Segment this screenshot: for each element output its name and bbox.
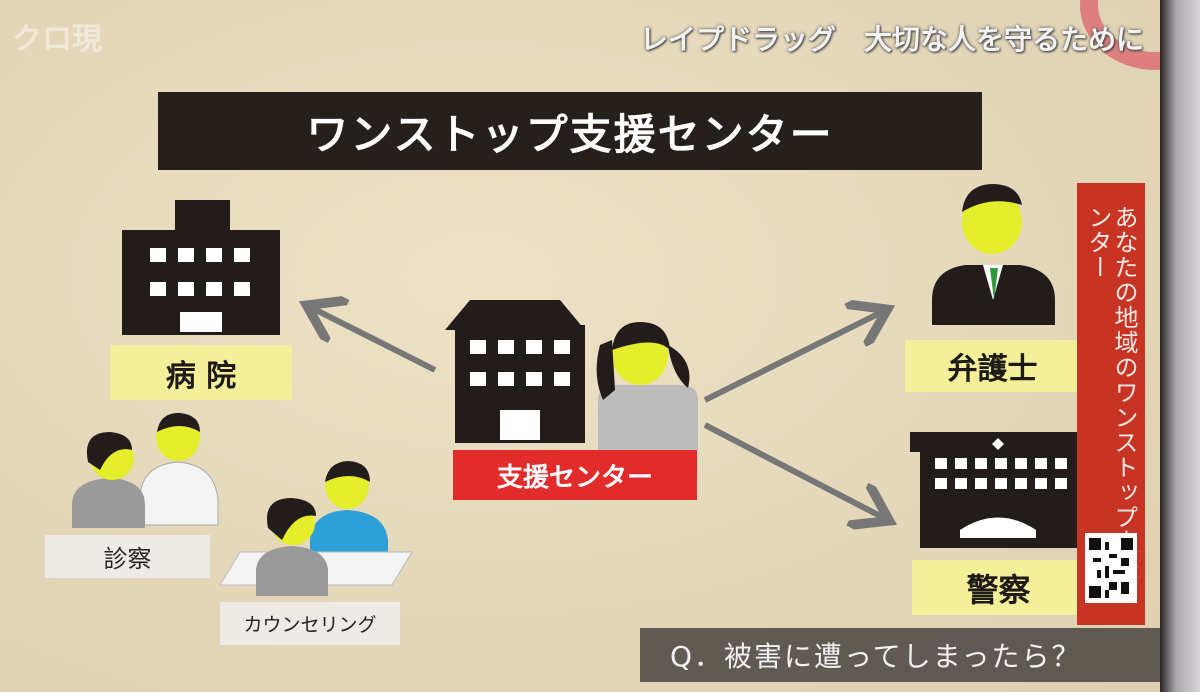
lawyer-person-icon	[932, 184, 1055, 325]
counseling-label: カウンセリング	[220, 602, 400, 645]
program-topic: レイプドラッグ 大切な人を守るために	[640, 23, 1145, 56]
exam-scene-icon	[72, 412, 219, 528]
lawyer-label: 弁護士	[905, 340, 1080, 392]
police-label: 警察	[912, 560, 1085, 615]
hospital-building-icon	[122, 200, 280, 335]
arrow-to-hospital	[312, 308, 437, 373]
question-caption: Q．被害に遭ってしまったら？	[640, 628, 1160, 682]
support-center-building-icon	[445, 300, 585, 443]
police-station-icon	[910, 432, 1085, 548]
operator-person-icon	[596, 322, 698, 450]
qr-code-icon	[1085, 533, 1137, 603]
support-center-label: 支援センター	[453, 450, 697, 500]
local-center-banner: あなたの地域のワンストップ支援センター	[1077, 183, 1145, 625]
arrow-to-lawyer	[703, 312, 882, 403]
diagram-title: ワンストップ支援センター	[158, 92, 982, 170]
phone-icon	[596, 340, 615, 400]
exam-label: 診察	[45, 535, 210, 578]
counseling-scene-icon	[219, 461, 413, 596]
screen-edge	[1160, 0, 1200, 692]
hospital-label: 病 院	[110, 345, 292, 400]
program-logo: クロ現	[12, 22, 102, 57]
arrow-to-police	[703, 422, 884, 518]
